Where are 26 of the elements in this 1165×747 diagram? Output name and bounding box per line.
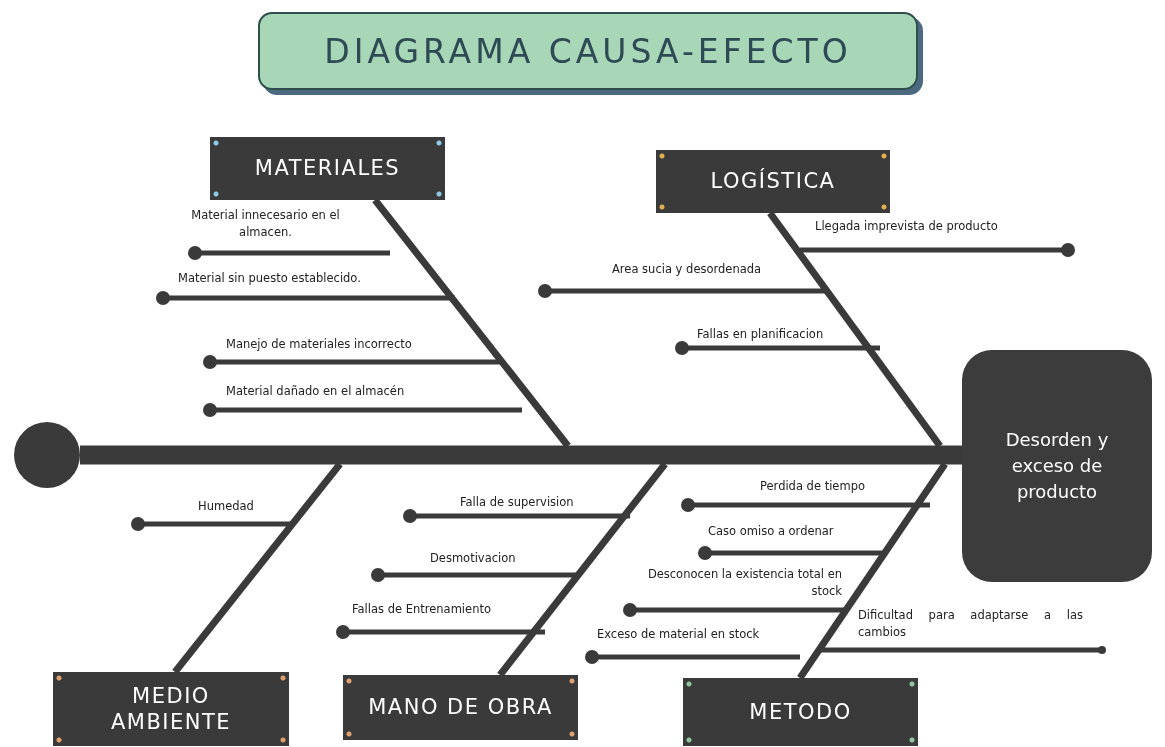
bone-line [797,462,948,680]
cause-text: Material sin puesto establecido. [178,270,362,287]
cause-text: Manejo de materiales incorrecto [226,336,413,353]
cause-text: Material dañado en el almacén [226,383,406,400]
effect-box: Desorden y exceso de producto [962,350,1152,582]
bone-line [497,461,668,678]
category-box: MATERIALES [210,137,445,200]
cause-text: Exceso de material en stock [597,626,761,643]
cause-text: Perdida de tiempo [760,478,866,495]
category-box: MEDIO AMBIENTE [53,672,289,746]
cause-text: Desmotivacion [430,550,517,567]
cause-text: Fallas de Entrenamiento [352,601,492,618]
cause-text: Fallas en planificacion [697,326,825,343]
category-box: LOGÍSTICA [656,150,890,213]
cause-text: Desconocen la existencia total en stock [646,566,842,600]
bone-line [172,461,343,675]
category-box: MANO DE OBRA [343,675,578,740]
spine-line [80,445,962,465]
cause-text: Area sucia y desordenada [612,261,763,278]
cause-text: Caso omiso a ordenar [708,523,835,540]
cause-text: Humedad [198,498,255,515]
category-box: METODO [683,678,918,746]
cause-text: Llegada imprevista de producto [815,218,999,235]
cause-text: Dificultad para adaptarse a las cambios [858,607,1083,641]
cause-text: Falla de supervision [460,494,575,511]
cause-text: Material innecesario en el almacen. [190,207,341,241]
